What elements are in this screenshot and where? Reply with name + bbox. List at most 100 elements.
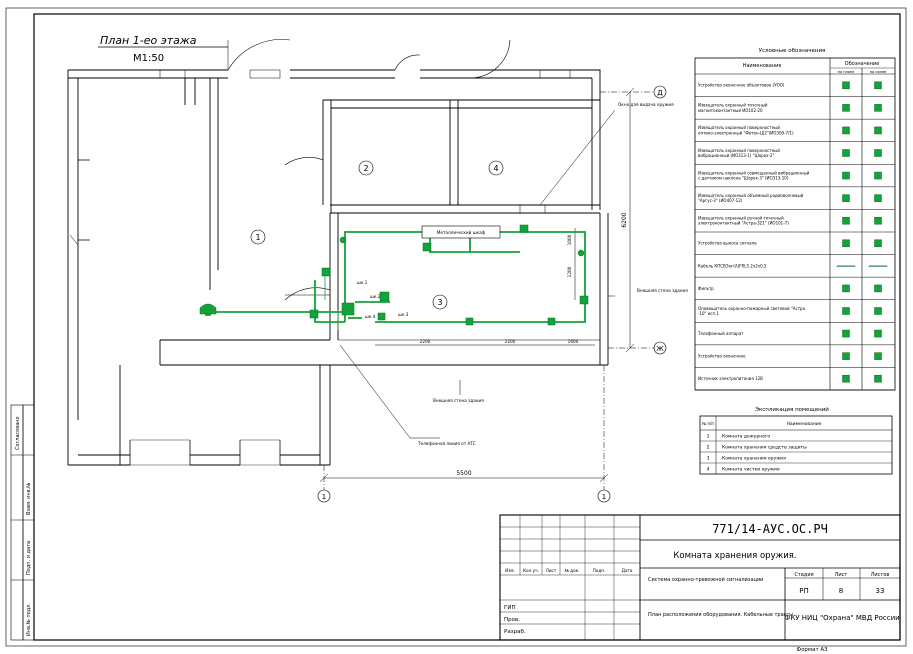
tb-role-gip: ГИП <box>504 605 516 611</box>
telephone-icon <box>199 303 217 315</box>
tb-sheets-label: Листов <box>871 572 890 578</box>
legend-symbol-scheme <box>874 374 882 383</box>
walls <box>67 39 609 466</box>
explication-row-name: Комната хранения оружия <box>722 456 786 462</box>
legend-sub-plan: на плане <box>838 70 855 74</box>
axis-markers: Д Ж 1 1 <box>317 85 667 503</box>
box-shk4: шк.4 <box>365 314 376 319</box>
legend-symbol-plan <box>842 329 850 338</box>
legend-row-label: Кабель КПСВЭнг(А)FRLS 2х2х0,5 <box>698 263 767 268</box>
plan-scale: М1:50 <box>133 53 164 64</box>
tb-col-podp: Подп. <box>593 568 606 573</box>
axis-d-label: Д <box>657 89 663 97</box>
tb-sheet-label: Лист <box>835 572 848 578</box>
plan-title: План 1-ео этажа <box>100 34 197 47</box>
legend-symbol-plan <box>842 239 850 248</box>
sheet-frame <box>33 13 901 641</box>
explication-row-no: 4 <box>707 467 710 473</box>
legend-sub-scheme: на схеме <box>870 70 887 74</box>
device-light <box>339 236 347 244</box>
dim-seg-b: 2200 <box>505 339 516 344</box>
box-shk1: шк.1 <box>357 280 368 285</box>
legend-symbol-plan <box>842 149 850 157</box>
phone-line-note: Телефонная линия от АТС <box>417 441 476 446</box>
legend-symbol-plan <box>842 216 850 225</box>
explication-row-name: Комната чистки оружия <box>722 467 780 473</box>
tb-col-doc: № док. <box>564 568 579 573</box>
axis-zh-label: Ж <box>656 345 664 353</box>
metal-cabinet-label: Металлический шкаф <box>437 230 486 235</box>
legend-symbol-scheme <box>874 171 882 180</box>
box-shk2: шк.2 <box>370 294 381 299</box>
legend-symbol-scheme <box>868 265 888 267</box>
explication-row-no: 2 <box>707 445 710 451</box>
legend-symbol-scheme <box>874 104 882 112</box>
legend-row-label: Устройство оконечное объектовое (УОО) <box>698 83 785 88</box>
explication-row-no: 3 <box>707 456 710 462</box>
legend-title: Условные обозначения <box>759 48 826 54</box>
tb-col-list: Лист <box>546 568 557 573</box>
legend-symbol-plan <box>842 374 850 383</box>
device-button <box>577 249 585 257</box>
leaders <box>339 109 616 439</box>
legend-row-label: Устройство выноса сигнала <box>698 241 757 246</box>
device-detector-3 <box>377 312 386 321</box>
device-detector-7 <box>547 317 556 326</box>
device-detector-8 <box>579 295 589 305</box>
legend-symbol-scheme <box>874 307 882 315</box>
dim-height-total: 6200 <box>621 212 628 227</box>
room-3-label: 3 <box>437 298 442 307</box>
explication-row-no: 1 <box>707 434 710 440</box>
dim-vert-b: 1200 <box>567 266 572 277</box>
legend-symbol-plan <box>842 104 850 112</box>
explication-col-no: № п/п <box>702 421 714 426</box>
device-detector-2 <box>379 291 390 302</box>
device-detector-6 <box>465 317 474 326</box>
tb-sheets: 33 <box>876 587 885 595</box>
legend-symbol-plan <box>842 284 850 293</box>
explication-row-name: Комната хранения средств защиты <box>722 445 807 451</box>
legend-symbol-scheme <box>874 352 882 360</box>
side-stamp-agreed: Согласовано <box>15 416 21 450</box>
legend-symbol-plan <box>842 171 850 180</box>
legend-row-label: Извещатель охранный совмещенный вибрацио… <box>698 170 810 180</box>
legend-symbol-scheme <box>874 149 882 157</box>
dim-seg-c: 1600 <box>568 339 579 344</box>
legend-symbol-plan <box>842 352 850 360</box>
tb-code: 771/14-АУС.ОС.РЧ <box>712 522 828 536</box>
room-1-label: 1 <box>255 233 260 242</box>
tb-role-prov: Пров. <box>504 617 520 623</box>
outer-wall-bottom-note: Внешняя стена здания <box>433 398 484 403</box>
dim-vert-a: 1000 <box>567 234 572 245</box>
metal-cabinet: Металлический шкаф <box>421 225 501 239</box>
legend-symbol-plan <box>842 307 850 315</box>
tb-sheet: 8 <box>839 587 843 595</box>
legend-symbol-plan <box>836 265 856 267</box>
sheet-border-outer <box>5 7 907 647</box>
tb-format: Формат А3 <box>796 647 828 653</box>
tb-role-razrab: Разраб. <box>504 629 526 635</box>
devices <box>199 224 589 326</box>
explication-table: Экспликация помещений № п/п Наименование… <box>699 406 893 475</box>
legend-symbol-scheme <box>874 81 882 90</box>
legend-symbol-scheme <box>874 126 882 135</box>
cable-fine <box>324 272 339 330</box>
legend-row-label: Оповещатель охранно-пожарный световой "А… <box>698 306 806 316</box>
tb-system: Система охранно-тревожной сигнализации <box>648 576 763 583</box>
device-detector-5 <box>519 224 529 233</box>
legend-symbol-scheme <box>874 329 882 338</box>
legend-row-label: Извещатель охранный объемный радиоволнов… <box>698 193 804 203</box>
dimension-lines <box>319 87 635 483</box>
legend-symbol-plan <box>842 194 850 202</box>
explication-title: Экспликация помещений <box>755 406 829 413</box>
tb-org: ФКУ НИЦ "Охрана" МВД России <box>784 614 899 622</box>
tb-col-date: Дата <box>622 568 633 573</box>
side-stamp-inv: Взам. инв.№ <box>26 482 32 515</box>
legend-col-symbol: Обозначение <box>845 61 880 67</box>
axis-1-left-label: 1 <box>322 493 326 501</box>
legend-symbol-scheme <box>874 239 882 248</box>
legend-col-name: Наименование <box>743 63 782 69</box>
